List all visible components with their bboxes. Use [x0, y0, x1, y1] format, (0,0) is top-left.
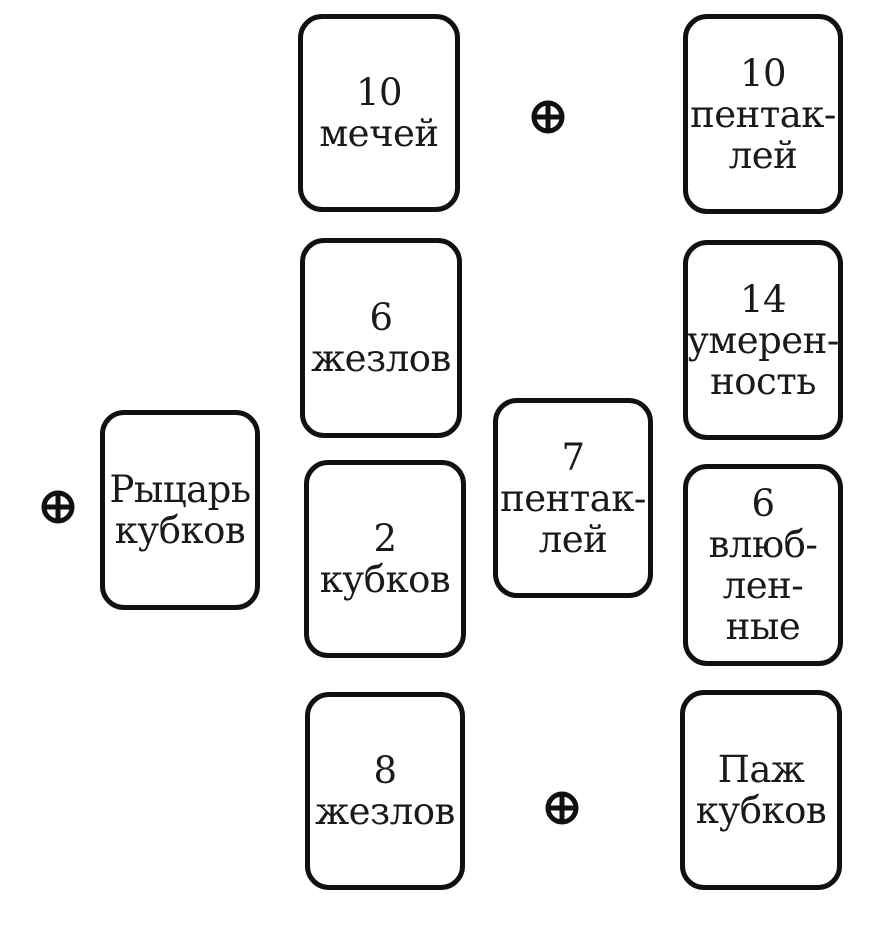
card-eight-wands: 8 жезлов	[305, 692, 465, 890]
card-line: 10	[355, 71, 403, 114]
card-ten-swords: 10 мечей	[298, 14, 460, 212]
card-line: влюб-	[708, 523, 818, 566]
card-line: 6	[751, 482, 775, 525]
card-line: 14	[739, 277, 787, 321]
circled-cross-icon	[545, 791, 579, 825]
card-line: 7	[561, 435, 585, 479]
card-seven-pentacles: 7 пентак- лей	[493, 398, 653, 598]
card-line: 8	[373, 749, 397, 792]
card-lovers: 6 влюб- лен- ные	[683, 464, 843, 666]
card-label: Рыцарь кубков	[109, 468, 251, 552]
card-label: 6 жезлов	[311, 297, 451, 379]
card-label: 14 умерен- ность	[687, 279, 839, 402]
card-line: мечей	[319, 112, 439, 155]
card-label: 6 влюб- лен- ные	[709, 483, 818, 647]
card-line: ные	[725, 605, 801, 648]
card-line: пентак-	[690, 92, 836, 136]
circled-cross-icon	[528, 97, 568, 137]
card-page-cups: Паж кубков	[680, 690, 842, 890]
card-label: 2 кубков	[319, 517, 451, 601]
card-line: лей	[538, 517, 608, 561]
card-label: 7 пентак- лей	[500, 437, 646, 560]
card-line: лен-	[722, 564, 804, 607]
card-line: 6	[369, 296, 393, 339]
card-line: умерен-	[687, 318, 839, 362]
circled-cross-icon	[41, 490, 75, 524]
card-label: 10 мечей	[319, 71, 439, 155]
card-label: Паж кубков	[695, 748, 827, 832]
card-label: 8 жезлов	[315, 750, 455, 832]
card-label: 10 пентак- лей	[690, 53, 836, 176]
card-line: Рыцарь	[109, 468, 251, 511]
circled-cross-icon	[531, 100, 565, 134]
card-line: жезлов	[311, 337, 451, 380]
card-line: Паж	[717, 748, 805, 791]
card-knight-cups: Рыцарь кубков	[100, 410, 260, 610]
card-line: кубков	[319, 558, 451, 601]
card-two-cups: 2 кубков	[304, 460, 466, 658]
card-line: пентак-	[500, 476, 646, 520]
card-ten-pentacles: 10 пентак- лей	[683, 14, 843, 214]
card-six-wands: 6 жезлов	[300, 238, 462, 438]
card-line: ность	[710, 359, 816, 403]
card-line: 10	[739, 51, 787, 95]
card-line: лей	[728, 133, 798, 177]
card-line: кубков	[114, 509, 246, 552]
card-temperance: 14 умерен- ность	[683, 240, 843, 440]
card-line: кубков	[695, 789, 827, 832]
card-line: жезлов	[315, 790, 455, 833]
card-line: 2	[373, 517, 397, 560]
circled-cross-icon	[542, 788, 582, 828]
circled-cross-icon	[38, 487, 78, 527]
